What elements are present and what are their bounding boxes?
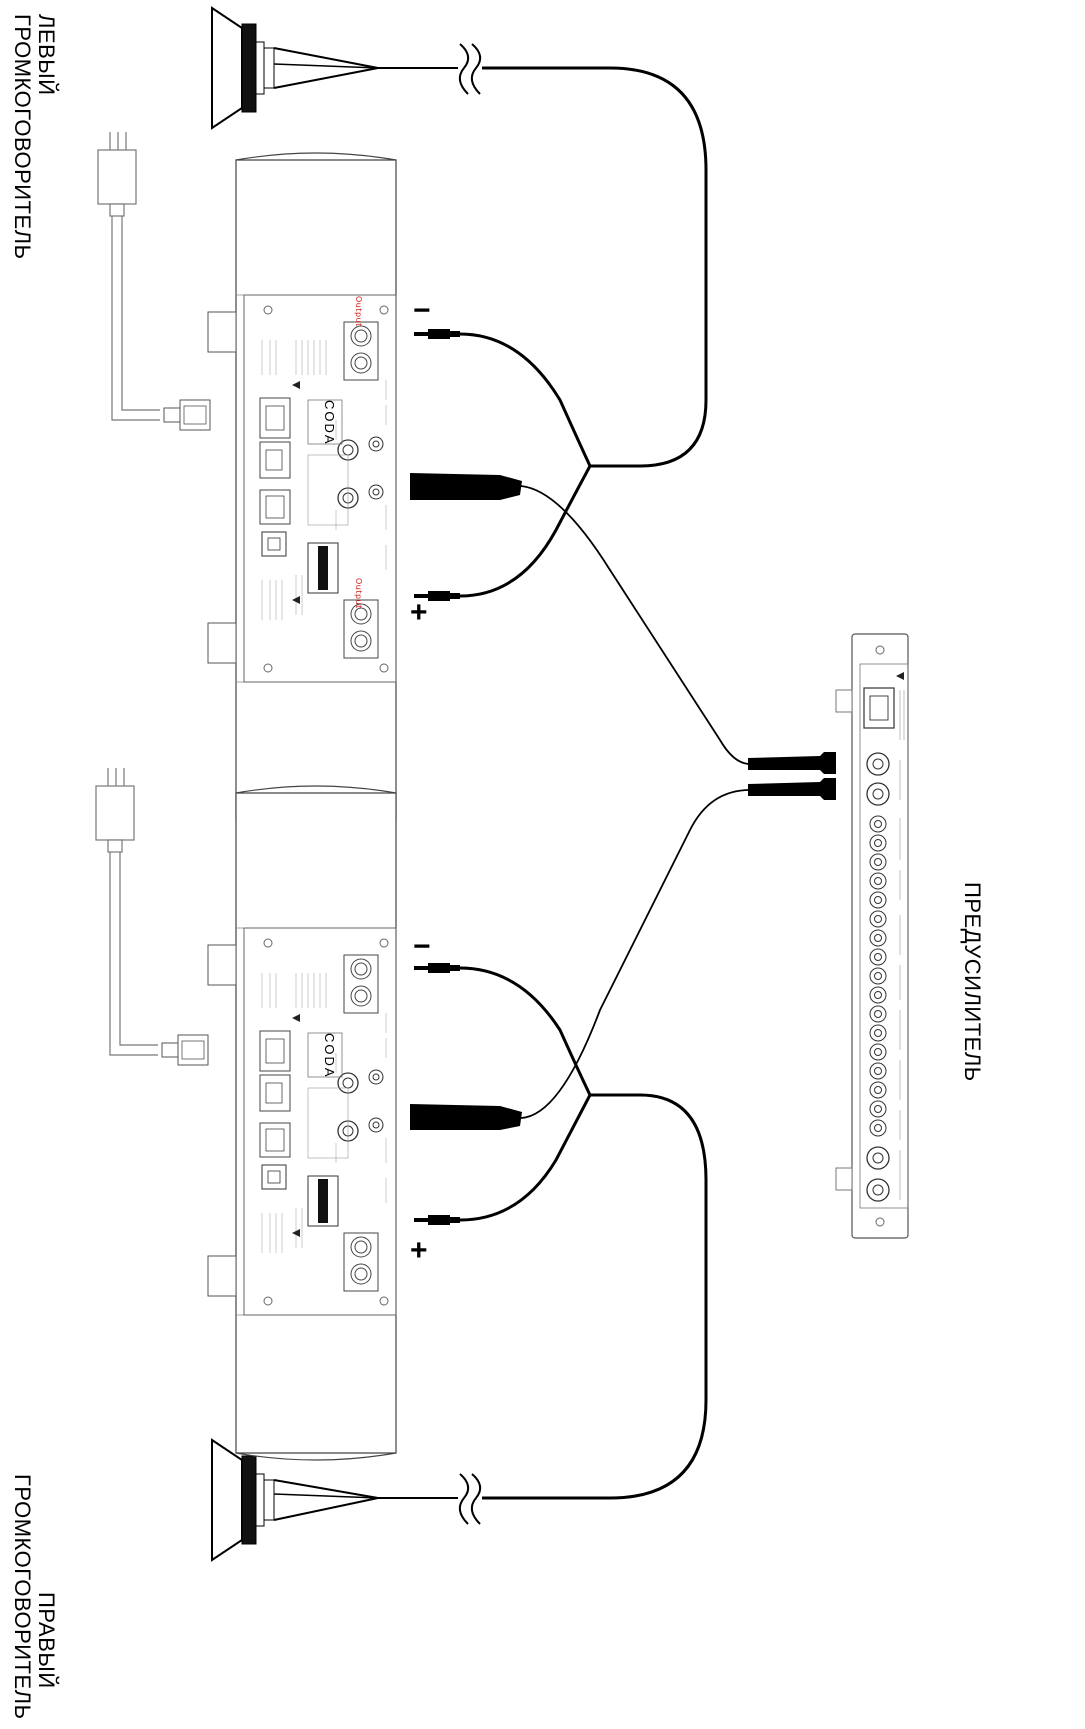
right-speaker-label: ПРАВЫЙ ГРОМКОГОВОРИТЕЛЬ [10, 1474, 59, 1720]
preamplifier-rack [835, 633, 909, 1239]
xlr-cable-amp2 [410, 778, 836, 1130]
amp1-brand-logo: CODA [322, 400, 337, 446]
amplifier-left-channel [207, 152, 397, 828]
amp2-minus-sign: − [413, 930, 431, 963]
left-speaker [211, 7, 708, 468]
xlr-cable-amp1 [410, 473, 836, 774]
speaker-cable-amp2 [459, 966, 592, 1222]
preamplifier-label: ПРЕДУСИЛИТЕЛЬ [960, 882, 985, 1082]
amp1-output-label-bottom: Output [354, 578, 363, 609]
power-cord-amp2 [95, 768, 209, 1066]
amp2-plus-sign: + [410, 1234, 428, 1267]
amp1-plus-sign: + [410, 596, 428, 629]
right-speaker-label-line1: ПРАВЫЙ [34, 1592, 59, 1689]
left-speaker-label-line2: ГРОМКОГОВОРИТЕЛЬ [10, 14, 35, 260]
left-speaker-label: ЛЕВЫЙ ГРОМКОГОВОРИТЕЛЬ [10, 14, 59, 260]
amp2-brand-logo: CODA [322, 1033, 337, 1079]
right-speaker-label-line2: ГРОМКОГОВОРИТЕЛЬ [10, 1474, 35, 1720]
amp1-output-label-top: Output [354, 296, 363, 327]
power-cord-amp1 [97, 132, 211, 431]
amplifier-right-channel [207, 785, 397, 1461]
speaker-cable-amp1 [459, 332, 592, 598]
amp1-minus-sign: − [413, 294, 431, 327]
left-speaker-label-line1: ЛЕВЫЙ [34, 14, 59, 96]
right-speaker [211, 1093, 708, 1561]
